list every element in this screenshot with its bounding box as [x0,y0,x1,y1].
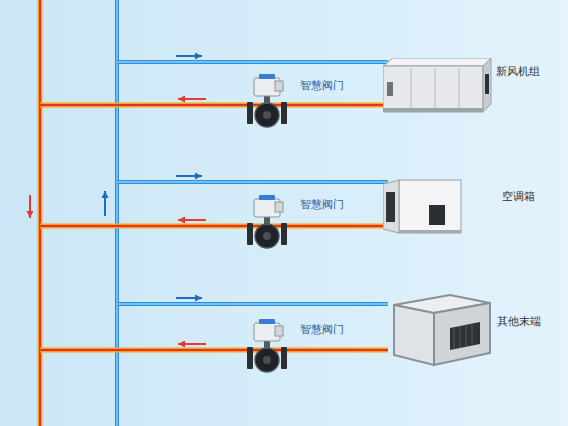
unit-illustration [392,293,492,368]
pipe-core [117,61,388,62]
supply-pipe [117,180,388,184]
flow-arrow-head [178,96,185,103]
flow-arrow-head [195,173,202,180]
return-pipe [40,348,388,353]
unit-label: 新风机组 [496,65,540,79]
flow-arrow-head [178,341,185,348]
flow-arrow-head [178,217,185,224]
pipe-core [40,225,388,227]
unit-illustration [383,58,493,114]
smart-valve [247,74,287,127]
flow-arrow-head [195,295,202,302]
supply-pipe [117,302,388,306]
hvac-unit: 其他末端 [392,293,545,368]
valve-label: 智慧阀门 [300,323,344,337]
supply-pipe [117,60,388,64]
flow-arrow-head [102,191,109,198]
unit-label: 其他末端 [497,315,541,329]
return-pipe [38,0,43,426]
unit-illustration [383,178,463,236]
hvac-unit: 新风机组 [383,58,544,114]
hvac-unit: 空调箱 [383,178,539,236]
return-pipe [40,224,388,229]
smart-valve [247,195,287,248]
pipe-core [39,0,41,426]
valve-label: 智慧阀门 [300,198,344,212]
pipe-core [40,104,388,106]
pipe-core [117,303,388,304]
valve-label: 智慧阀门 [300,79,344,93]
flow-arrow-head [27,211,34,218]
return-pipe [40,103,388,108]
smart-valve [247,319,287,372]
flow-arrow-head [195,53,202,60]
pipe-core [40,349,388,351]
pipe-core [117,181,388,182]
unit-label: 空调箱 [502,190,535,204]
